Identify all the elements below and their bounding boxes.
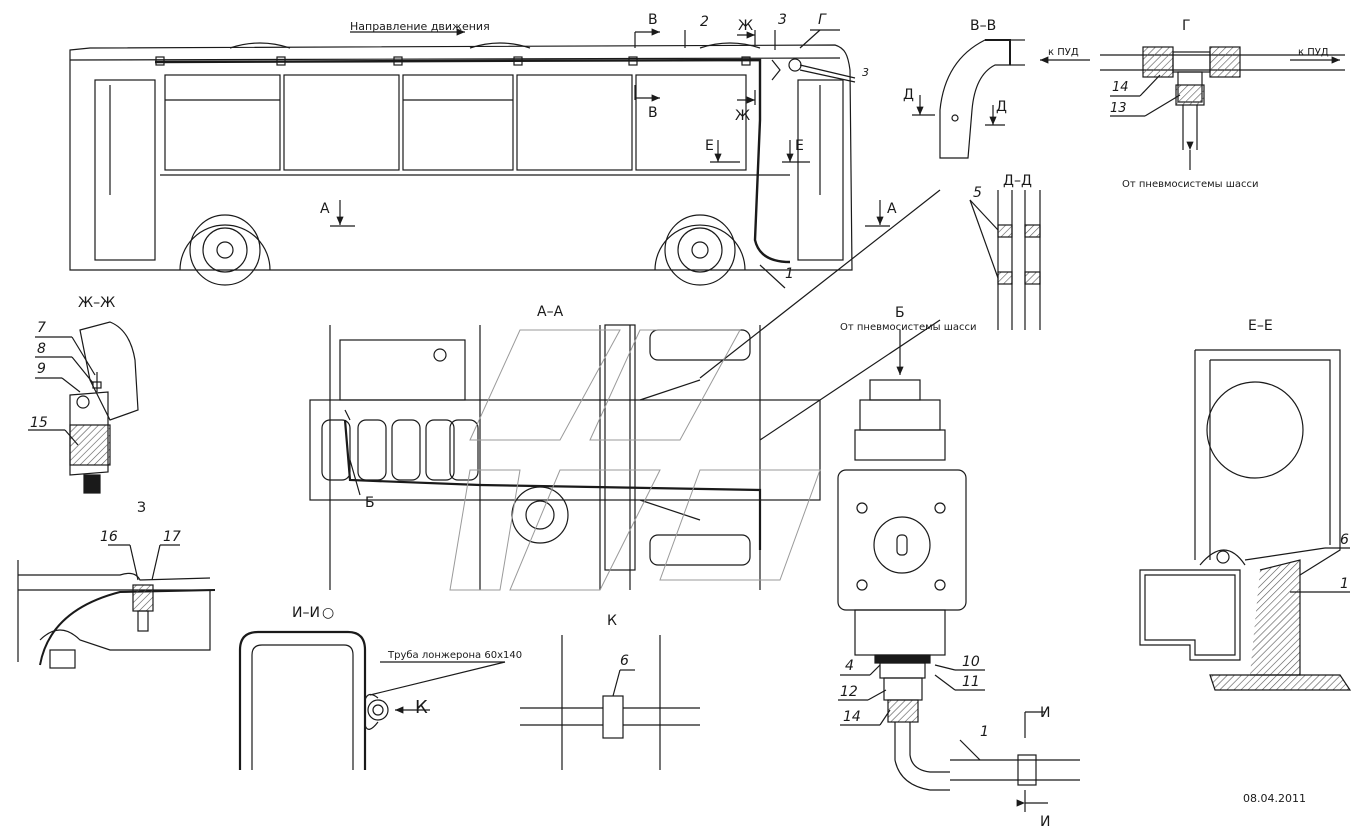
to-pud-right: к ПУД [1298,47,1329,58]
pos-3-right: 3 [862,66,869,79]
cut-a-right: А [887,201,897,217]
pos-9: 9 [37,361,46,377]
pos-2: 2 [700,14,709,30]
section-g [1040,46,1345,170]
drawing-date: 08.04.2011 [1243,792,1306,805]
pos-6-ee: 6 [1340,532,1349,548]
section-dd [969,190,1041,330]
section-z [17,544,216,669]
to-pud-left: к ПУД [1048,47,1079,58]
cut-zh-top: Ж [738,18,753,34]
section-aa [309,189,941,590]
cut-zh-bottom: Ж [735,108,750,124]
label-aa: А–А [537,304,564,320]
pos-6-k: 6 [620,653,629,669]
from-chassis-b: От пневмосистемы шасси [840,322,977,333]
label-vv: В–В [970,18,996,34]
from-chassis-g: От пневмосистемы шасси [1122,179,1259,190]
label-z: З [137,500,146,516]
cut-e-right: Е [795,138,804,154]
pos-1-ee: 1 [1340,576,1349,592]
pos-14-g: 14 [1112,80,1129,95]
label-dd: Д–Д [1003,173,1032,189]
cut-v-top: В [648,12,658,28]
pos-14-b: 14 [843,709,861,725]
section-ii [238,630,506,770]
cut-b-chassis: Б [365,495,375,511]
cut-d-right: Д [996,99,1007,115]
section-ee [1139,349,1352,691]
labels: Направление движения В–В Г Д–Д Ж–Ж З А–А… [30,12,1349,830]
cut-k: К [415,697,428,718]
pos-3-top: 3 [778,12,787,28]
pos-1-bus: 1 [785,266,794,282]
pos-4: 4 [845,658,854,674]
label-k: К [607,613,617,629]
label-b: Б [895,305,905,321]
spar-tube-note: Труба лонжерона 60х140 [387,650,522,661]
label-ee: Е–Е [1248,318,1273,334]
cut-i-bottom: И [1040,814,1050,830]
cut-marks-bus [330,28,890,289]
cut-v-bottom: В [648,105,658,121]
pos-16: 16 [100,529,118,545]
direction-caption: Направление движения [350,20,490,33]
cut-d-left: Д [903,87,914,103]
pos-10: 10 [962,654,980,670]
pos-13-g: 13 [1110,101,1127,116]
cut-e-left: Е [705,138,714,154]
pos-17: 17 [163,529,181,545]
bus-side-view [69,42,853,286]
section-b [837,330,1080,812]
label-zhzh: Ж–Ж [78,295,115,311]
pos-11: 11 [962,674,980,690]
label-ii: И–И [292,605,320,621]
pos-7: 7 [37,320,46,336]
cut-a-left: А [320,201,330,217]
section-k [520,635,700,770]
section-zhzh [28,321,139,494]
pos-15: 15 [30,415,48,431]
pos-1-b: 1 [980,724,989,740]
cut-i-top: И [1040,705,1050,721]
pos-5: 5 [973,185,982,201]
label-ii-circle: ○ [322,605,334,621]
pos-g-top: Г [818,12,827,28]
pos-8: 8 [37,341,46,357]
watermark-logo [449,329,821,591]
pos-12: 12 [840,684,858,700]
label-g: Г [1182,18,1191,34]
section-vv [912,39,1025,159]
